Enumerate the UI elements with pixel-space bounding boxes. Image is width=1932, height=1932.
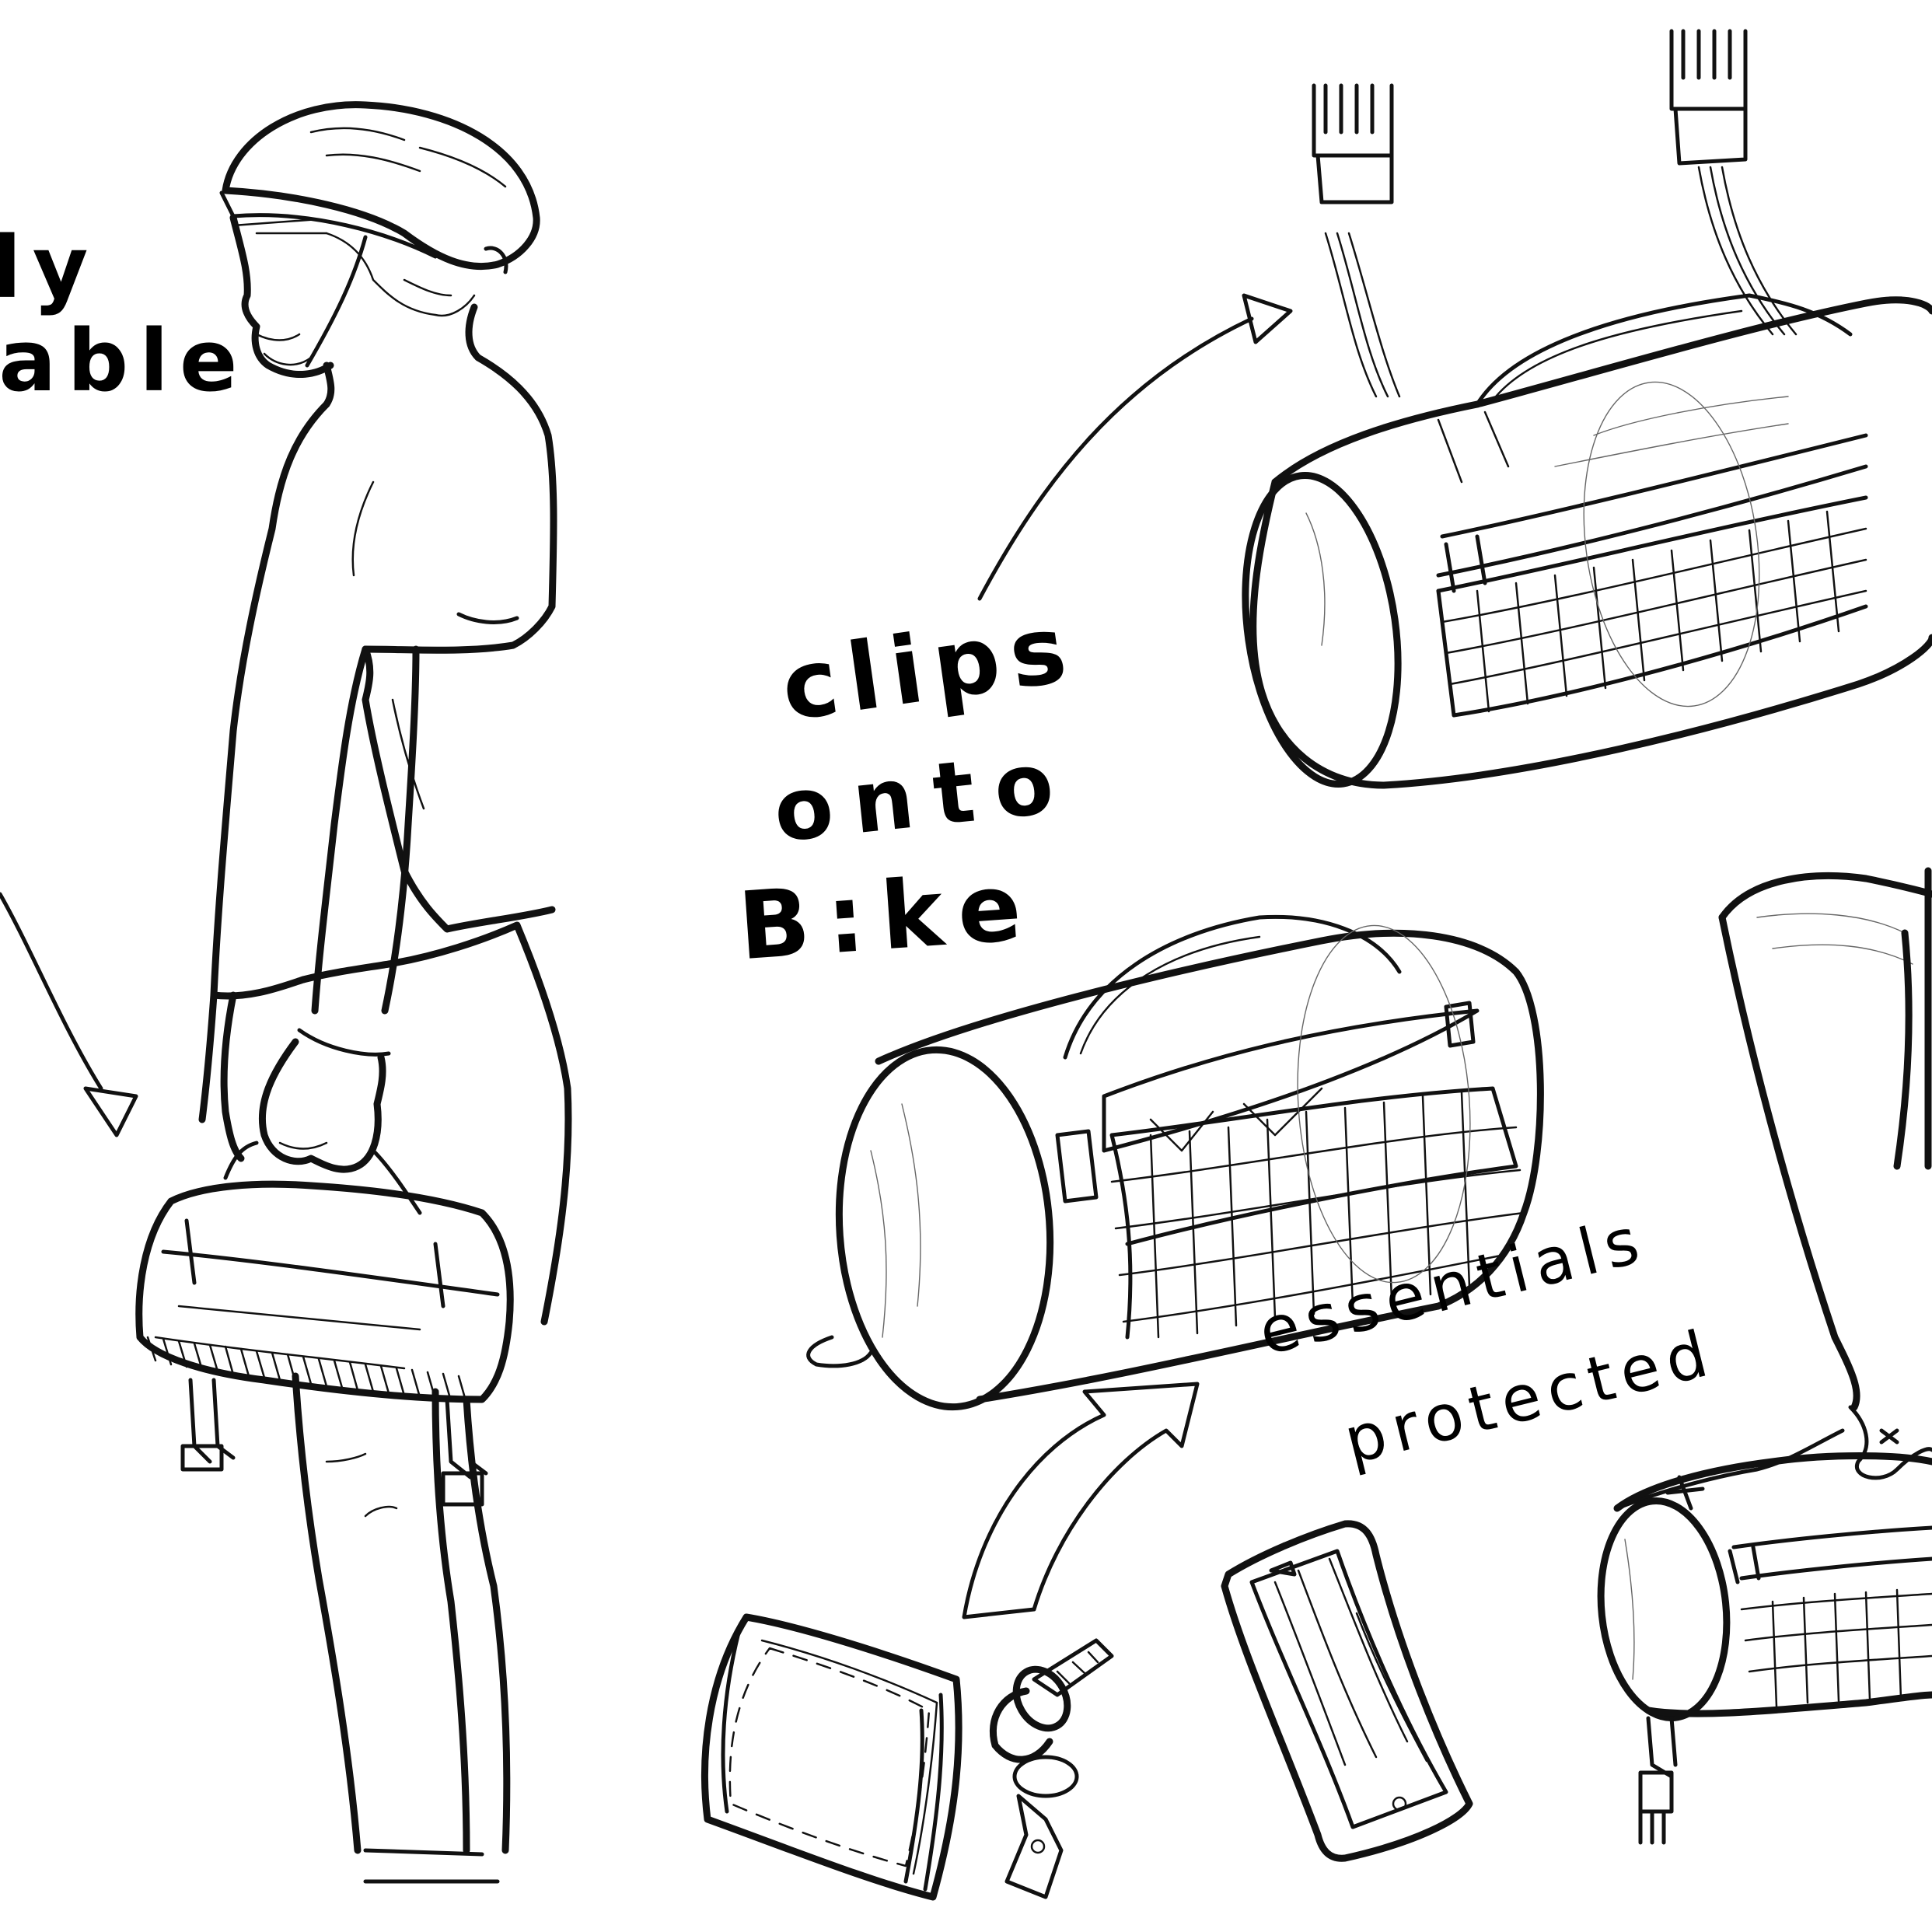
wallet-icon bbox=[701, 1613, 963, 1901]
annotation-top-left-line2: rable bbox=[0, 311, 249, 411]
annotation-top-left-line1: ly bbox=[0, 218, 100, 317]
phone-icon bbox=[1221, 1520, 1473, 1862]
handlebar-bag-open bbox=[806, 914, 1544, 1411]
arrow-icon bbox=[977, 293, 1293, 601]
handlebar-bag-carried bbox=[135, 1141, 514, 1507]
cyclist-figure bbox=[198, 101, 572, 1884]
annotation-clips-line3: B:ke bbox=[735, 852, 1042, 982]
key-icon bbox=[989, 1638, 1114, 1899]
arrow-icon bbox=[0, 892, 138, 1137]
handlebar-bag-clipped bbox=[1242, 29, 1932, 789]
arrow-icon bbox=[962, 1382, 1200, 1619]
handlebar-bag-mounted bbox=[1597, 867, 1932, 1845]
